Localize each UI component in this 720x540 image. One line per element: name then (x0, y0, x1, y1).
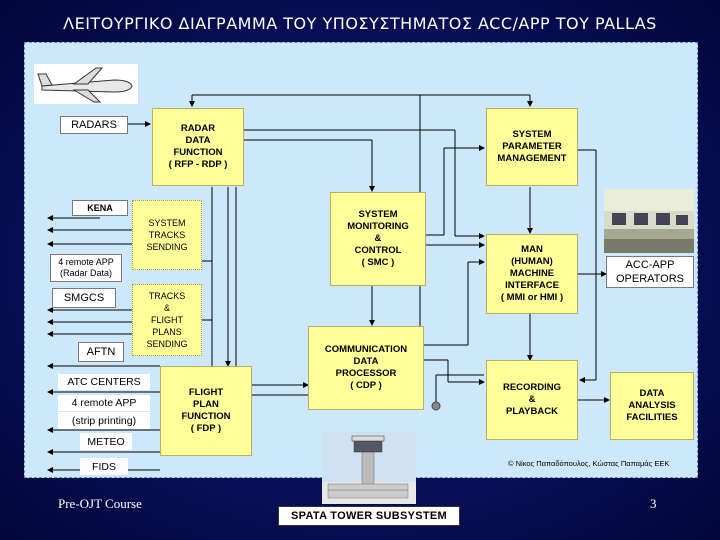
radars-label: RADARS (60, 116, 128, 134)
fids-label: FIDS (80, 458, 128, 475)
system-parameter-management-box: SYSTEM PARAMETER MANAGEMENT (486, 108, 578, 186)
meteo-label: METEO (80, 433, 132, 450)
control-tower-image (322, 432, 416, 504)
operators-label: ACC-APP OPERATORS (606, 256, 694, 288)
course-footer: Pre-OJT Course (58, 496, 142, 511)
spata-tower-subsystem-label: SPATA TOWER SUBSYSTEM (278, 506, 460, 526)
remote-app-radar-label: 4 remote APP (Radar Data) (50, 254, 122, 282)
page-number: 3 (650, 496, 657, 511)
airplane-icon (34, 64, 138, 104)
system-monitoring-control-box: SYSTEM MONITORING & CONTROL ( SMC ) (330, 192, 426, 286)
flight-plans-sending-box: TRACKS & FLIGHT PLANS SENDING (132, 284, 202, 356)
kena-label: KENA (72, 200, 128, 216)
smgcs-label: SMGCS (52, 288, 116, 308)
page-title: ΛΕΙΤΟΥΡΓΙΚΟ ΔΙΑΓΡΑΜΜΑ ΤΟΥ ΥΠΟΣΥΣΤΗΜΑΤΟΣ … (63, 14, 657, 33)
recording-playback-box: RECORDING & PLAYBACK (486, 360, 578, 440)
data-analysis-facilities-box: DATA ANALYSIS FACILITIES (610, 372, 694, 440)
mmi-box: MAN (HUMAN) MACHINE INTERFACE ( MMI or H… (486, 234, 578, 314)
atc-centers-label: ATC CENTERS (58, 374, 150, 390)
system-tracks-sending-box: SYSTEM TRACKS SENDING (132, 200, 202, 270)
aftn-label: AFTN (78, 342, 124, 362)
strip-printing-label: (strip printing) (58, 412, 150, 429)
operators-room-image (604, 189, 694, 253)
radar-data-function-box: RADAR DATA FUNCTION ( RFP - RDP ) (152, 108, 244, 186)
copyright-text: © Νίκος Παπαδόπουλος, Κώστας Παπαμάς ΕΕΚ (508, 459, 670, 468)
remote-app-strip-label: 4 remote APP (58, 395, 150, 411)
communication-data-processor-box: COMMUNICATION DATA PROCESSOR ( CDP ) (308, 326, 424, 410)
flight-plan-function-box: FLIGHT PLAN FUNCTION ( FDP ) (160, 366, 252, 456)
